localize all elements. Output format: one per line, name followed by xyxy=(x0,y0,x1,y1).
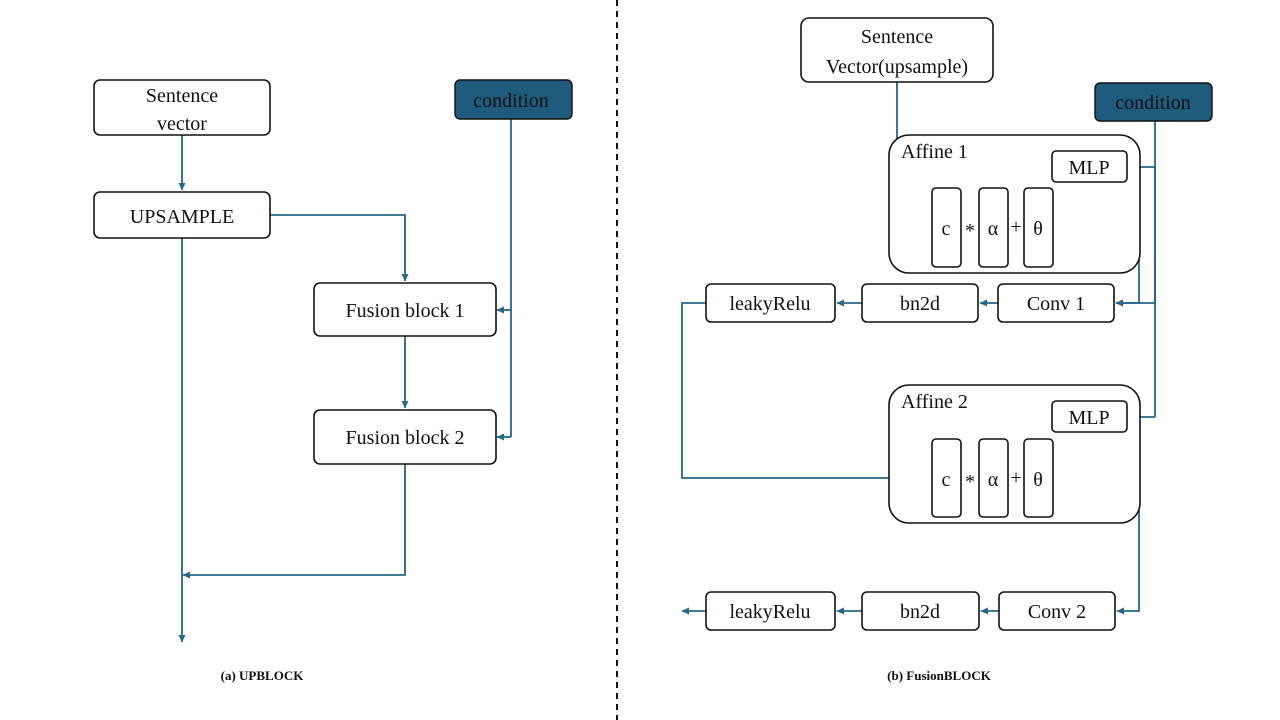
sentence-vector-box: Sentence vector xyxy=(93,79,271,136)
upsample-label: UPSAMPLE xyxy=(130,206,234,228)
conv-1-label: Conv 1 xyxy=(1027,293,1085,315)
mlp-1-box xyxy=(1051,150,1128,183)
fusion-block-2-box: Fusion block 2 xyxy=(313,409,497,465)
theta-1-box xyxy=(1023,187,1054,268)
affine-2-title: Affine 2 xyxy=(901,391,968,413)
sentence-vector-b-line1: Sentence xyxy=(861,26,933,48)
theta-2-label: θ xyxy=(1033,469,1043,491)
c-1-label: c xyxy=(942,218,951,240)
c-2-box xyxy=(931,438,962,518)
conv-2-box: Conv 2 xyxy=(998,591,1116,631)
sentence-vector-b-line2: Vector(upsample) xyxy=(826,56,968,78)
sentence-vector-upsample-box: Sentence Vector(upsample) xyxy=(800,17,994,83)
fusion-block-2-label: Fusion block 2 xyxy=(346,427,465,449)
fusion-block-1-label: Fusion block 1 xyxy=(346,300,465,322)
arrow-upsample-to-fusion1 xyxy=(270,214,409,282)
sentence-vector-line2: vector xyxy=(157,113,207,135)
conv-2-label: Conv 2 xyxy=(1028,601,1086,623)
bn2d-2-box: bn2d xyxy=(861,591,980,631)
fusion-block-1-box: Fusion block 1 xyxy=(313,282,497,337)
mlp-2-label: MLP xyxy=(1068,407,1109,429)
leakyrelu-2-box: leakyRelu xyxy=(705,591,836,631)
arrow-leakyrelu-to-c2 xyxy=(681,302,931,482)
leakyrelu-2-label: leakyRelu xyxy=(729,601,810,623)
panel-a-upblock: Sentence vector condition UPSAMPLE Fusio… xyxy=(93,79,573,683)
alpha-2-label: α xyxy=(988,469,999,491)
multiply-2: * xyxy=(965,471,975,493)
condition-box-b: condition xyxy=(1094,82,1213,122)
bn2d-2-label: bn2d xyxy=(900,601,940,623)
affine-2-group: Affine 2 MLP c * α + θ xyxy=(888,384,1141,524)
affine-1-title: Affine 1 xyxy=(901,141,968,163)
condition-label: condition xyxy=(473,90,549,112)
c-1-box xyxy=(931,187,962,268)
upsample-box: UPSAMPLE xyxy=(93,191,271,239)
mlp-2-box xyxy=(1051,400,1128,433)
alpha-2-box xyxy=(978,438,1009,518)
bn2d-1-label: bn2d xyxy=(900,293,940,315)
plus-1: + xyxy=(1010,216,1021,238)
leakyrelu-1-label: leakyRelu xyxy=(729,293,810,315)
c-2-label: c xyxy=(942,469,951,491)
bn2d-1-box: bn2d xyxy=(861,283,979,323)
theta-1-label: θ xyxy=(1033,218,1043,240)
arrow-fusion2-merge xyxy=(182,464,406,579)
condition-label-b: condition xyxy=(1115,92,1191,114)
affine-1-group: Affine 1 MLP c * α + θ xyxy=(888,134,1141,274)
plus-2: + xyxy=(1010,467,1021,489)
mlp-1-label: MLP xyxy=(1068,157,1109,179)
conv-1-box: Conv 1 xyxy=(997,283,1115,323)
sentence-vector-line1: Sentence xyxy=(146,85,218,107)
caption-b: (b) FusionBLOCK xyxy=(887,668,992,683)
condition-box: condition xyxy=(454,79,573,120)
panel-b-fusionblock: Sentence Vector(upsample) condition Affi… xyxy=(681,17,1213,683)
caption-a: (a) UPBLOCK xyxy=(221,668,305,683)
multiply-1: * xyxy=(965,220,975,242)
leakyrelu-1-box: leakyRelu xyxy=(705,283,836,323)
alpha-1-label: α xyxy=(988,218,999,240)
alpha-1-box xyxy=(978,187,1009,268)
theta-2-box xyxy=(1023,438,1054,518)
